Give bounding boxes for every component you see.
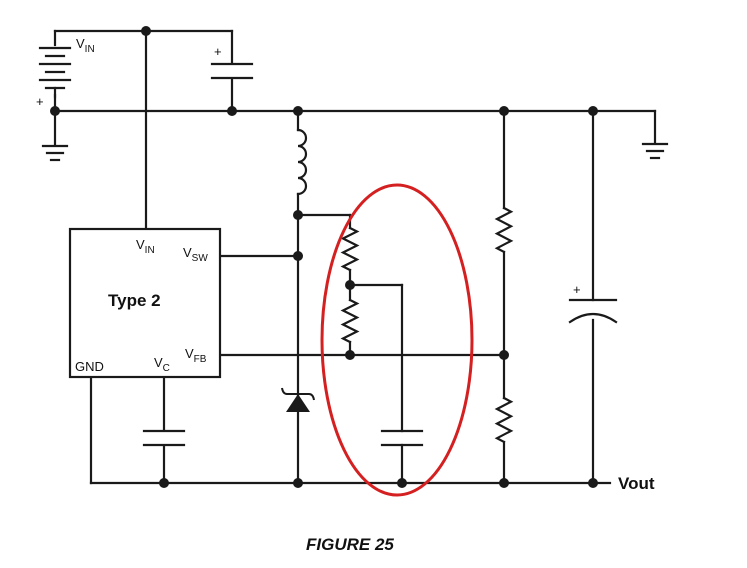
battery-source	[38, 46, 72, 99]
pin-vsw-label: VSW	[183, 245, 208, 264]
input-cap-plus-sign: +	[214, 44, 222, 59]
resistor-lower-feedback	[340, 298, 360, 344]
pin-vin-label: VIN	[136, 237, 155, 256]
ic-block	[68, 227, 222, 379]
output-label: Vout	[618, 474, 655, 493]
input-capacitor	[210, 62, 254, 80]
inductor	[296, 128, 308, 196]
source-label: VIN	[76, 36, 95, 55]
pin-gnd-label: GND	[75, 359, 104, 374]
resistor-upper-feedback	[340, 226, 360, 272]
figure-caption: FIGURE 25	[306, 535, 394, 554]
ground-symbol-left	[41, 144, 69, 162]
compensation-capacitor	[142, 429, 186, 447]
output-capacitor	[568, 298, 618, 324]
resistor-divider-top	[494, 206, 514, 254]
source-plus-sign: +	[36, 94, 44, 109]
feedback-capacitor	[380, 429, 424, 447]
pin-vfb-label: VFB	[185, 346, 207, 365]
ground-symbol-right	[641, 142, 669, 160]
junction-dots	[50, 26, 598, 488]
resistor-divider-bottom	[494, 396, 514, 444]
schottky-diode	[281, 387, 315, 412]
ic-title: Type 2	[108, 291, 161, 310]
highlight-ellipse	[320, 183, 474, 497]
pin-vc-label: VC	[154, 355, 170, 374]
output-cap-plus-sign: +	[573, 282, 581, 297]
